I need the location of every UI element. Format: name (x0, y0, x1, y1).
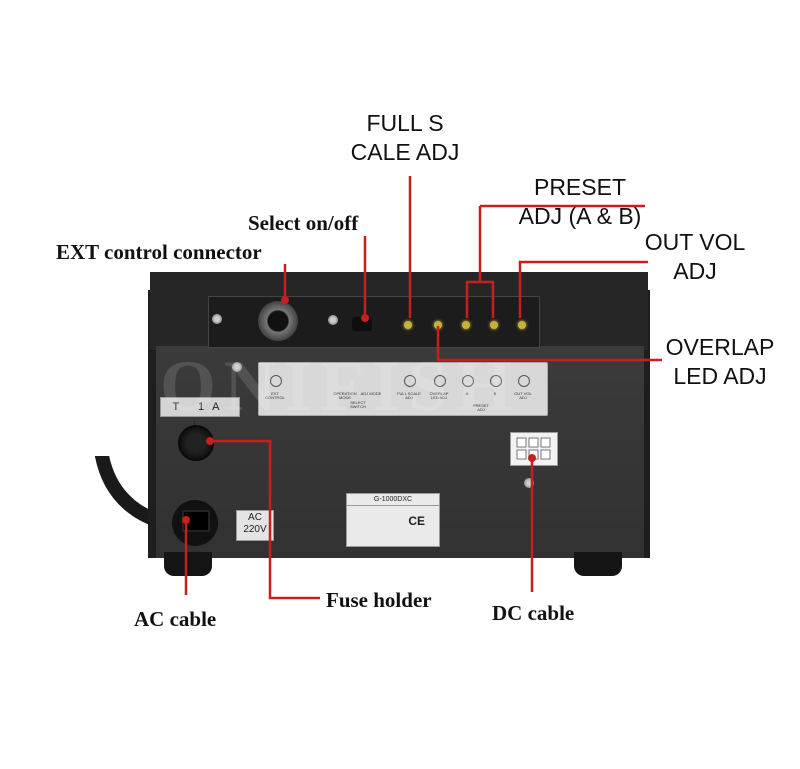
out-vol-adj-led (518, 321, 526, 329)
panel-label: FULL SCALE ADJ (397, 391, 421, 400)
ext-control-dial-icon (270, 375, 282, 387)
label-ext-control-connector: EXT control connector (56, 240, 262, 264)
label-overlap-led-adj: OVERLAP LED ADJ (662, 333, 778, 391)
label-overlap-line1: OVERLAP (665, 334, 775, 360)
adj-mark-icon (434, 375, 446, 387)
ac-voltage-label: AC 220V (236, 510, 274, 541)
ce-mark: CE (408, 514, 425, 528)
leader-preset-b (480, 280, 495, 318)
preset-a-led (462, 321, 470, 329)
nameplate-model: G-1000DXC (347, 494, 439, 506)
model-nameplate: G-1000DXC CE (346, 493, 440, 547)
panel-label: EXT CONTROL (265, 391, 285, 400)
screw-icon (212, 314, 222, 324)
panel-label: B (493, 391, 497, 396)
label-overlap-line2: LED ADJ (673, 363, 767, 389)
panel-label: OVERLAP LED ADJ (429, 391, 449, 400)
panel-label: OPERATION MODE (333, 391, 357, 400)
screw-icon (232, 362, 242, 372)
label-full-scale-line2: CALE ADJ (350, 139, 460, 165)
label-fuse-holder: Fuse holder (326, 588, 432, 612)
label-out-vol-adj: OUT VOL ADJ (640, 228, 750, 286)
label-full-scale-line1: FULL S (366, 110, 444, 136)
ac-label-line2: 220V (243, 524, 267, 535)
label-out-vol-line1: OUT VOL (644, 229, 746, 255)
panel-label-plate (258, 362, 548, 416)
label-preset-line2: ADJ (A & B) (518, 203, 642, 229)
screw-icon (328, 315, 338, 325)
adj-mark-icon (490, 375, 502, 387)
ac-label-line1: AC (248, 512, 262, 523)
panel-label: A (465, 391, 469, 396)
panel-label: SELECT SWITCH (350, 400, 366, 409)
adj-mark-icon (462, 375, 474, 387)
label-select-on-off: Select on/off (248, 211, 359, 235)
full-scale-adj-led (404, 321, 412, 329)
label-full-scale-adj: FULL S CALE ADJ (340, 109, 470, 167)
panel-label: OUT VOL ADJ (514, 391, 532, 400)
panel-label: ADJ MODE (360, 391, 382, 396)
screw-icon (524, 478, 534, 488)
leader-preset-a (465, 206, 482, 318)
overlap-led-adj-led (434, 321, 442, 329)
adj-mark-icon (518, 375, 530, 387)
label-out-vol-line2: ADJ (673, 258, 717, 284)
leader-overlap (436, 326, 662, 362)
leader-out-vol (518, 260, 648, 318)
ext-control-connector (258, 301, 298, 341)
panel-label: PRESET ADJ (472, 403, 489, 412)
leader-fuse (210, 439, 320, 600)
preset-b-led (490, 321, 498, 329)
label-ac-cable: AC cable (134, 607, 217, 631)
adj-mark-icon (404, 375, 416, 387)
device-foot-right (574, 552, 622, 576)
device-foot-left (164, 552, 212, 576)
label-preset-line1: PRESET (533, 174, 627, 200)
fuse-rating-sticker: T 1A L (160, 397, 240, 431)
label-dc-cable: DC cable (492, 601, 575, 625)
dc-connector (510, 432, 558, 466)
label-preset-adj: PRESET ADJ (A & B) (515, 173, 645, 231)
